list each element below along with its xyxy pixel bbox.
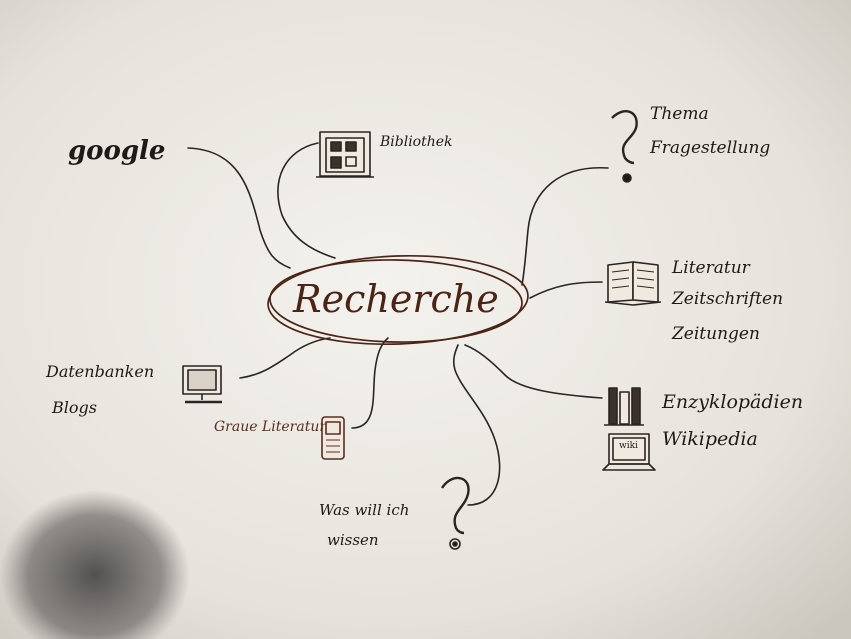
center-ellipse [267,254,529,346]
enzyklopaedien-label: Enzyklopädien [662,391,804,413]
line-literatur [529,281,603,299]
blogs-label: Blogs [52,398,97,417]
was-will-ich-label: Was will ich [319,501,410,519]
center-label: Recherche [293,277,499,321]
line-graue-literatur [351,337,389,429]
wiki-screen-text: wiki [619,441,638,451]
open-book-icon [604,261,662,306]
graue-literatur-label: Graue Literatur [214,419,327,435]
library-building-icon [316,131,374,178]
line-thema [521,167,609,286]
bookshelf-icon [604,387,644,426]
wissen-label: wissen [327,531,379,549]
question-mark-icon [611,110,638,183]
line-was-will-ich [452,344,501,506]
datenbanken-label: Datenbanken [46,362,155,381]
literatur-label: Literatur [672,258,750,278]
hand-shadow [0,490,190,639]
line-enzyklopaedien [464,344,603,399]
google-label: google [68,136,166,166]
fragestellung-label: Fragestellung [650,138,771,158]
computer-monitor-icon [182,365,222,404]
connector-lines [187,142,609,506]
phone-icon [321,416,345,460]
line-google [187,147,291,269]
zeitschriften-label: Zeitschriften [672,289,784,309]
thema-label: Thema [650,104,709,124]
zeitungen-label: Zeitungen [672,324,760,344]
question-mark-icon [440,476,470,550]
laptop-icon [602,433,656,471]
wikipedia-label: Wikipedia [662,428,758,450]
line-datenbanken [239,337,331,379]
bibliothek-label: Bibliothek [380,134,453,150]
line-bibliothek [277,142,336,259]
